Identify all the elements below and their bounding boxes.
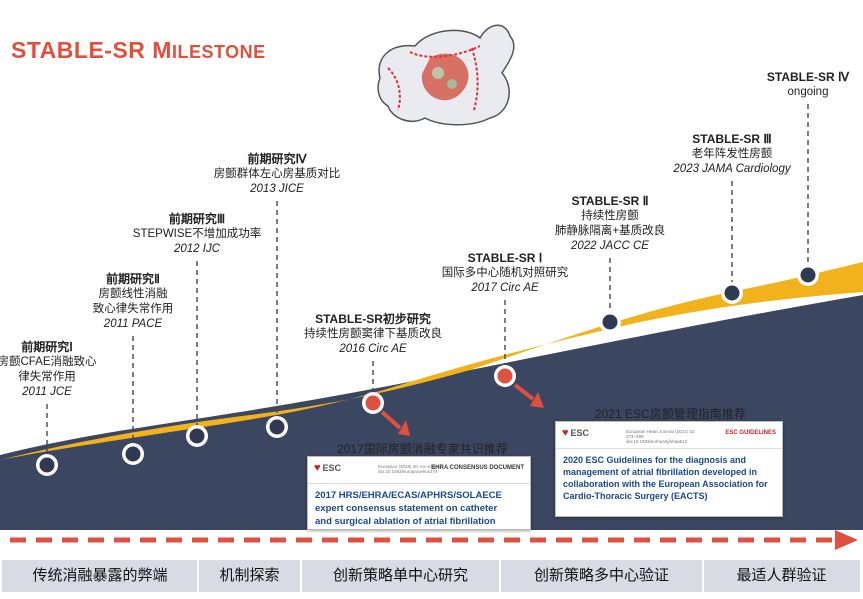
- milestone-citation: 2022 JACC CE: [571, 240, 649, 252]
- arrow-2017: [513, 383, 544, 408]
- milestone-citation: 2011 JCE: [22, 386, 72, 398]
- doc-line: and surgical ablation of atrial fibrilla…: [315, 516, 496, 527]
- phase-label: 最适人群验证: [736, 567, 827, 584]
- milestone-label: STABLE-SR Ⅲ 老年阵发性房颤 2023 JAMA Cardiology: [673, 132, 790, 177]
- milestone-desc: 致心律失常作用: [92, 303, 174, 315]
- journal-ref: Europace (2018) 20, e1–e160 doi:10.1093/…: [378, 464, 438, 474]
- phase-label: 传统消融暴露的弊端: [32, 567, 168, 584]
- milestone-dot: [125, 446, 141, 462]
- milestone-citation: 2012 IJC: [173, 243, 221, 255]
- milestone-label: STABLE-SR Ⅳ ongoing: [767, 70, 849, 100]
- milestone-citation: 2023 JAMA Cardiology: [673, 163, 791, 175]
- milestone-label: 前期研究Ⅳ 房颤群体左心房基质对比 2013 JICE: [214, 152, 341, 197]
- doc-line: collaboration with the European Associat…: [563, 479, 768, 489]
- milestone-desc: 肺静脉隔离+基质改良: [554, 225, 666, 237]
- milestone-desc: 房颤CFAE消融致心: [0, 356, 97, 368]
- esc-logo: ♥ESC: [562, 427, 590, 439]
- doc-tag: ESC GUIDELINES: [725, 430, 776, 436]
- doc-line: 2020 ESC Guidelines for the diagnosis an…: [563, 455, 747, 465]
- milestone-citation: 2013 JICE: [250, 183, 304, 195]
- phase-label: 创新策略单中心研究: [332, 567, 468, 584]
- milestone-dot: [724, 285, 740, 301]
- milestone-head: 前期研究Ⅳ: [247, 152, 307, 166]
- milestone-dot: [800, 267, 816, 283]
- doc-line: management of atrial fibrillation develo…: [563, 467, 758, 477]
- milestone-citation: 2017 Circ AE: [471, 282, 539, 294]
- milestone-dot: [39, 457, 55, 473]
- guideline-caption-2017: 2017国际房颤消融专家共识推荐: [337, 442, 508, 456]
- guideline-doc-2021: ♥ESC European Heart Journal (2021) 42, 3…: [555, 421, 783, 517]
- milestone-dot: [189, 428, 205, 444]
- page-title: STABLE-SR MILESTONE: [11, 37, 266, 64]
- milestone-label: 前期研究Ⅲ STEPWISE不增加成功率 2012 IJC: [133, 212, 261, 257]
- milestone-citation: 2016 Circ AE: [339, 343, 407, 355]
- title-rest: ILESTONE: [171, 42, 266, 62]
- milestone-desc: 房颤线性消融: [98, 288, 168, 300]
- milestone-desc: 持续性房颤: [581, 210, 639, 222]
- doc-tag: EHRA CONSENSUS DOCUMENT: [431, 465, 524, 471]
- milestone-desc: 老年阵发性房颤: [691, 148, 773, 160]
- esc-logo: ♥ESC: [314, 462, 342, 474]
- milestone-desc: 律失常作用: [18, 371, 76, 383]
- milestone-dot: [269, 419, 285, 435]
- doc-line: expert consensus statement on catheter: [315, 503, 498, 514]
- milestone-head: STABLE-SR Ⅱ: [571, 194, 649, 208]
- phase-arrow-head: [835, 530, 858, 550]
- milestone-dot: [497, 368, 513, 384]
- left-atrium-illustration: [377, 24, 515, 126]
- phase-label: 创新策略多中心验证: [533, 567, 669, 584]
- milestone-head: STABLE-SR初步研究: [315, 312, 431, 326]
- milestone-head: 前期研究Ⅱ: [106, 272, 160, 286]
- doc-line: 2017 HRS/EHRA/ECAS/APHRS/SOLAECE: [315, 490, 502, 501]
- milestone-citation: ongoing: [787, 86, 829, 98]
- guideline-caption-2021: 2021 ESC房颤管理指南推荐: [595, 407, 746, 421]
- milestone-dot: [365, 395, 381, 411]
- guideline-doc-2017: ♥ESC Europace (2018) 20, e1–e160 doi:10.…: [307, 456, 531, 530]
- milestone-head: STABLE-SR Ⅰ: [467, 251, 543, 265]
- milestone-desc: 房颤群体左心房基质对比: [213, 168, 341, 180]
- milestone-label: STABLE-SR Ⅰ 国际多中心随机对照研究 2017 Circ AE: [442, 251, 569, 296]
- phase-label: 机制探索: [219, 567, 280, 584]
- milestone-desc: 国际多中心随机对照研究: [441, 267, 569, 279]
- milestone-label: STABLE-SR Ⅱ 持续性房颤肺静脉隔离+基质改良 2022 JACC CE: [555, 194, 665, 254]
- milestone-desc: STEPWISE不增加成功率: [132, 228, 262, 240]
- milestone-label: STABLE-SR初步研究持续性房颤窦律下基质改良 2016 Circ AE: [304, 312, 442, 357]
- milestone-citation: 2011 PACE: [103, 318, 163, 330]
- milestone-head: 前期研究Ⅲ: [168, 212, 226, 226]
- doc-line: Cardio-Thoracic Surgery (EACTS): [563, 491, 708, 501]
- milestone-label: 前期研究Ⅱ 房颤线性消融致心律失常作用 2011 PACE: [93, 272, 174, 332]
- milestone-head: STABLE-SR Ⅲ: [692, 132, 772, 146]
- milestone-head: 前期研究Ⅰ: [21, 340, 73, 354]
- title-prefix: STABLE-SR M: [11, 37, 172, 63]
- phase-bar: [2, 560, 860, 592]
- milestone-dot: [602, 314, 618, 330]
- milestone-desc: 持续性房颤窦律下基质改良: [304, 328, 442, 340]
- journal-ref: European Heart Journal (2021) 42, 373–49…: [626, 429, 696, 444]
- milestone-head: STABLE-SR Ⅳ: [766, 70, 850, 84]
- milestone-label: 前期研究Ⅰ 房颤CFAE消融致心律失常作用 2011 JCE: [0, 340, 97, 400]
- arrow-2016: [380, 410, 410, 436]
